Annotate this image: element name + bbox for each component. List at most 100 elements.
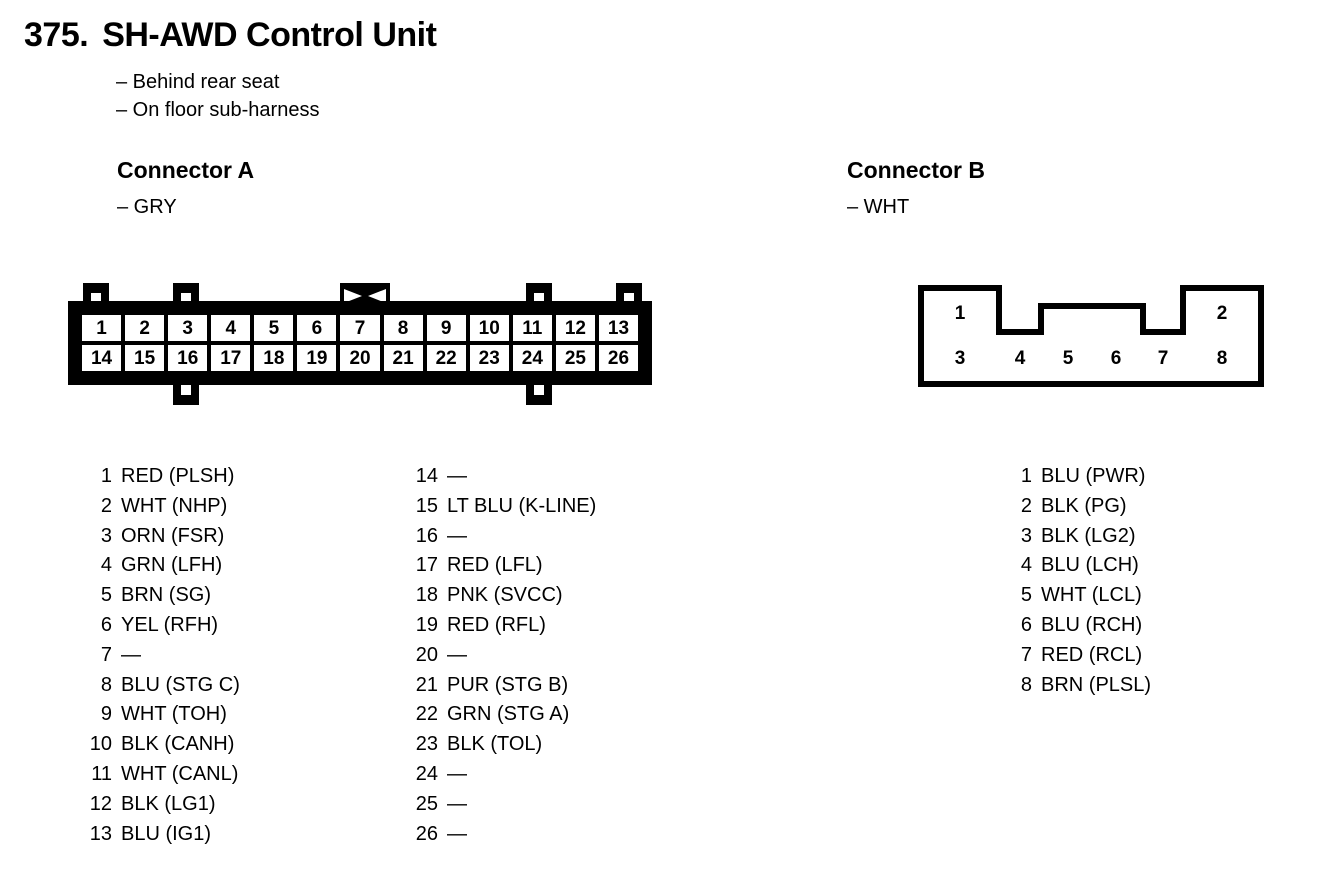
connector-b-pin-label-4: 4 bbox=[1015, 348, 1026, 369]
connector-a-pin-entry-description: — bbox=[121, 643, 141, 666]
connector-b-pin-label-3: 3 bbox=[955, 348, 966, 369]
connector-a-pin-entry-number: 3 bbox=[100, 524, 112, 547]
connector-a-pin-6: 6 bbox=[297, 315, 337, 341]
connector-a-pin-entry-number: 20 bbox=[415, 643, 438, 666]
connector-a-pin-entry-number: 1 bbox=[100, 465, 112, 487]
connector-a-pin-entry: 24— bbox=[412, 760, 596, 790]
connector-a-pin-entry-description: ORN (FSR) bbox=[121, 524, 225, 547]
connector-a-pin-entry-description: YEL (RFH) bbox=[121, 613, 219, 636]
connector-a-pin-10: 10 bbox=[469, 315, 509, 341]
connector-a-pin-entry: 5 BRN (SG) bbox=[86, 581, 240, 611]
connector-a-pin-26: 26 bbox=[598, 345, 639, 371]
connector-a-pin-14: 14 bbox=[82, 345, 122, 371]
connector-a-pin-entry-description: WHT (TOH) bbox=[121, 703, 227, 726]
connector-a-heading: Connector A bbox=[117, 157, 255, 183]
page-title-number: 375. bbox=[24, 16, 89, 54]
connector-a-pin-entry: 2 WHT (NHP) bbox=[86, 492, 240, 522]
connector-a-pin-entry: 4 GRN (LFH) bbox=[86, 551, 240, 581]
connector-a-pin-entry-description: GRN (LFH) bbox=[121, 554, 223, 577]
connector-a-pin-entry: 3 ORN (FSR) bbox=[86, 522, 240, 552]
connector-a-pin-entry-description: — bbox=[447, 524, 467, 547]
connector-b-pin-entry: 7 RED (RCL) bbox=[1018, 641, 1151, 671]
connector-a-pin-entry-number: 12 bbox=[89, 792, 112, 815]
connector-a-pin-entry-number: 4 bbox=[100, 554, 112, 577]
connector-b-pin-entry-number: 2 bbox=[1020, 494, 1032, 517]
connector-a-pin-13: 13 bbox=[598, 315, 639, 341]
connector-b-pin-8 bbox=[1186, 335, 1258, 381]
connector-b-pin-entry-description: RED (RCL) bbox=[1041, 643, 1143, 666]
connector-a-pin-3: 3 bbox=[168, 315, 208, 341]
connector-b-pin-entry-description: BLK (LG2) bbox=[1041, 524, 1136, 547]
connector-b-pin-entry-number: 8 bbox=[1020, 673, 1032, 696]
connector-a-pin-2: 2 bbox=[125, 315, 165, 341]
connector-a-pin-entry-number: 2 bbox=[100, 494, 112, 517]
connector-a-pin-entry: 25— bbox=[412, 790, 596, 820]
connector-a-pin-5: 5 bbox=[254, 315, 294, 341]
connector-a-pin-entry-number: 19 bbox=[415, 613, 438, 636]
connector-a-pin-entry-description: BLU (STG C) bbox=[121, 673, 240, 696]
connector-b-pin-entry: 4 BLU (LCH) bbox=[1018, 551, 1151, 581]
connector-b-pin-entry-number: 4 bbox=[1020, 554, 1032, 577]
connector-a-pin-entry-description: WHT (NHP) bbox=[121, 494, 228, 517]
connector-a-pin-list-left: 1 RED (PLSH) 2 WHT (NHP) 3 ORN (FSR) 4 GRN (LFH… bbox=[86, 462, 240, 849]
connector-b-pin-entry-description: BLU (LCH) bbox=[1041, 554, 1139, 577]
connector-b-pin-entry-number: 7 bbox=[1020, 643, 1032, 666]
connector-a-pin-entry-description: BRN (SG) bbox=[121, 584, 211, 607]
connector-a-pin-entry-description: RED (LFL) bbox=[447, 554, 543, 577]
connector-a-pin-8: 8 bbox=[383, 315, 423, 341]
connector-a-pin-entry-description: WHT (CANL) bbox=[121, 762, 239, 785]
connector-a-pin-entry-number: 23 bbox=[415, 733, 438, 756]
connector-a-pin-21: 21 bbox=[383, 345, 423, 371]
connector-a-pin-22: 22 bbox=[426, 345, 466, 371]
connector-a-pin-entry: 1 RED (PLSH) bbox=[86, 462, 240, 492]
connector-a-pin-entry-number: 5 bbox=[100, 584, 112, 607]
connector-a-pin-11: 11 bbox=[512, 315, 552, 341]
tab-notch bbox=[181, 383, 191, 395]
connector-a-pin-25: 25 bbox=[555, 345, 595, 371]
connector-a-pin-entry-description: GRN (STG A) bbox=[447, 703, 570, 726]
connector-a-pin-entry-number: 17 bbox=[415, 554, 438, 577]
connector-a-pin-entry-description: BLK (TOL) bbox=[447, 733, 543, 756]
connector-a-pin-entry-description: BLU (IG1) bbox=[121, 822, 212, 845]
connector-a-pin-entry-number: 21 bbox=[415, 673, 438, 696]
connector-a-tab-top-3 bbox=[173, 283, 199, 305]
tab-notch bbox=[181, 293, 191, 305]
connector-a-pin-entry-description: RED (PLSH) bbox=[121, 465, 235, 487]
connector-a-pin-12: 12 bbox=[555, 315, 595, 341]
connector-b-pin-entry-description: WHT (LCL) bbox=[1041, 584, 1142, 607]
connector-a-pin-15: 15 bbox=[125, 345, 165, 371]
connector-a-pin-entry: 20— bbox=[412, 641, 596, 671]
connector-b-pin-entry-number: 3 bbox=[1020, 524, 1032, 547]
connector-b-pin-label-6: 6 bbox=[1111, 348, 1122, 369]
location-note: – On floor sub-harness bbox=[116, 99, 320, 121]
connector-b-pin-entry-number: 5 bbox=[1020, 584, 1032, 607]
connector-a-tab-top-1 bbox=[83, 283, 109, 305]
connector-a-pin-entry-description: BLK (CANH) bbox=[121, 733, 235, 756]
connector-a-tab-top-11 bbox=[526, 283, 552, 305]
connector-a-pin-entry: 17 RED (LFL) bbox=[412, 551, 596, 581]
connector-b-color: – WHT bbox=[847, 196, 910, 218]
connector-a-pin-1: 1 bbox=[82, 315, 122, 341]
connector-b-pin-entry: 3 BLK (LG2) bbox=[1018, 522, 1151, 552]
page-title: 375.SH-AWD Control Unit bbox=[24, 16, 437, 55]
connector-a-pin-entry-number: 18 bbox=[415, 584, 438, 607]
connector-a-pin-entry-number: 9 bbox=[100, 703, 112, 726]
connector-b-pin-label-5: 5 bbox=[1063, 348, 1074, 369]
